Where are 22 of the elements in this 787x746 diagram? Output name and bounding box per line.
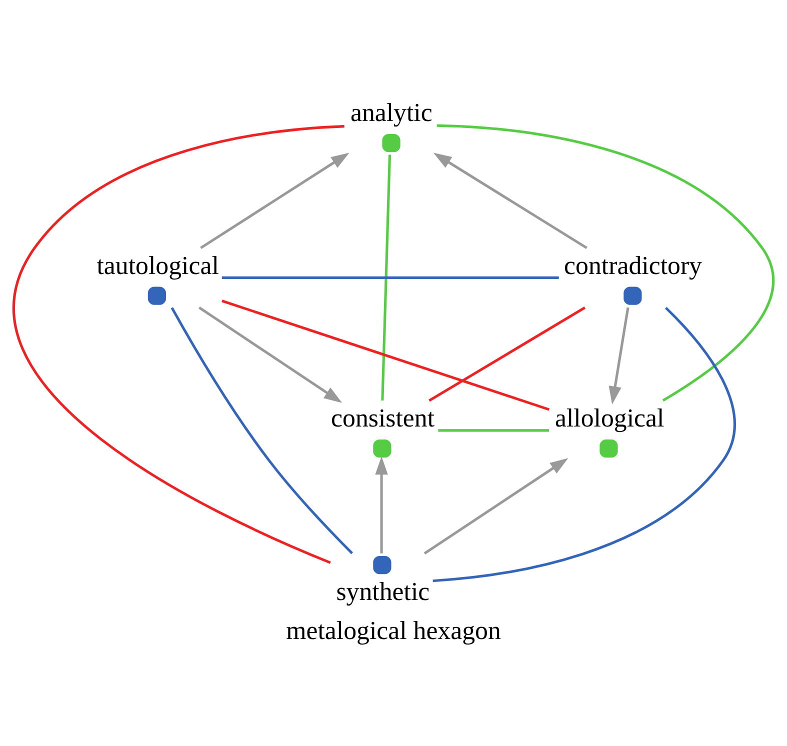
node-label: contradictory [564, 250, 702, 280]
connector [170, 306, 354, 554]
node-label: synthetic [336, 576, 430, 606]
connector [436, 124, 774, 402]
caption: metalogical hexagon [286, 615, 501, 644]
connector [222, 276, 559, 278]
arrow [424, 458, 568, 554]
connector [381, 154, 392, 400]
connector [13, 124, 344, 564]
node-label: tautological [96, 250, 219, 280]
arrow [375, 456, 388, 553]
node-label: analytic [350, 98, 432, 127]
connector [428, 306, 586, 402]
connector [438, 428, 550, 432]
node-label: consistent [331, 403, 435, 432]
node-label: allological [555, 403, 664, 432]
connector [432, 306, 736, 582]
arrow [608, 306, 630, 404]
arrow [433, 152, 588, 249]
arrow [198, 306, 342, 402]
arrow [200, 152, 350, 248]
connector [222, 299, 550, 410]
